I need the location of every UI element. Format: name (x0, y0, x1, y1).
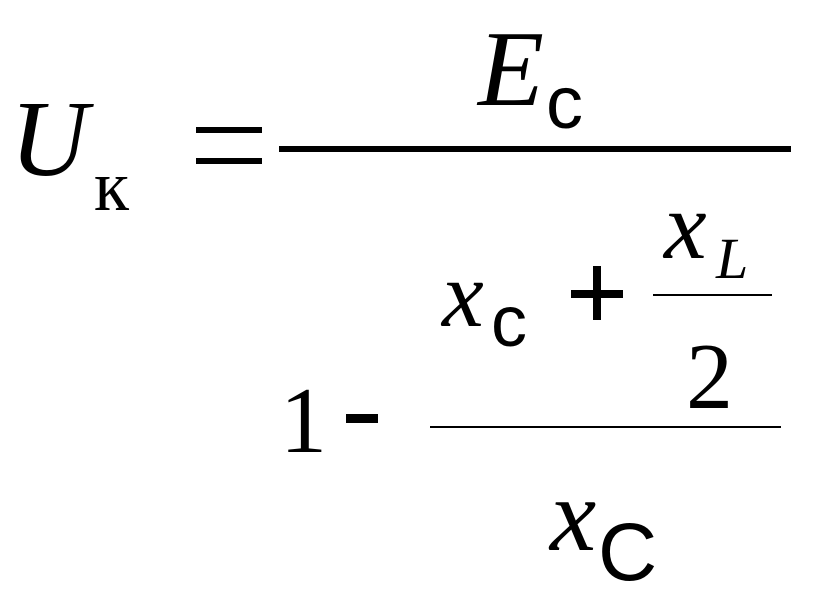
equals-top-bar (196, 127, 262, 133)
inner-numerator-xc-symbol: x (442, 243, 484, 347)
xl-symbol: x (664, 172, 707, 279)
xl-half-fraction-bar (653, 294, 772, 296)
inner-numerator-xc-subscript: с (491, 282, 527, 362)
xl-subscript: L (716, 226, 749, 291)
main-fraction-bar (279, 146, 791, 152)
equals-bottom-bar (196, 158, 262, 164)
main-numerator-symbol: E (478, 10, 544, 129)
bottom-xc-symbol: x (550, 458, 597, 573)
denominator-one: 1 (280, 369, 327, 473)
inner-fraction-bar (430, 426, 781, 428)
main-numerator-subscript: с (546, 61, 583, 144)
plus-vertical (593, 266, 601, 320)
lhs-subscript: к (94, 146, 129, 226)
bottom-xc-subscript: C (598, 507, 658, 598)
lhs-main-symbol: U (10, 80, 88, 199)
denominator-minus (346, 414, 378, 423)
denominator-two: 2 (686, 325, 733, 429)
